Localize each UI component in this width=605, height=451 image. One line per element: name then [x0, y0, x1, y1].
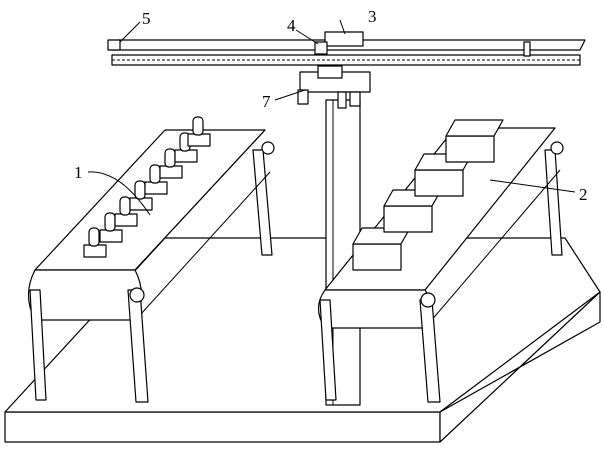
motor-5: [108, 40, 120, 50]
label-5: 5: [142, 9, 151, 28]
label-7: 7: [262, 92, 271, 111]
slider-3: [325, 32, 363, 46]
label-1: 1: [74, 163, 83, 182]
label-3: 3: [368, 7, 377, 26]
label-2: 2: [579, 185, 588, 204]
label-4: 4: [287, 16, 296, 35]
gantry-rail: [108, 32, 585, 65]
